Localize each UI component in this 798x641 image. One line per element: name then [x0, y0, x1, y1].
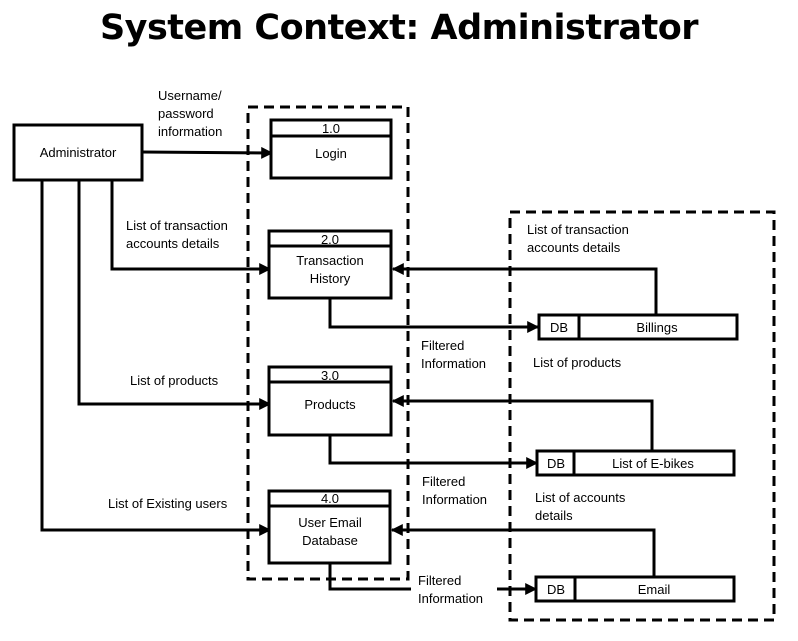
datastore-tag: DB — [547, 456, 565, 471]
process-number: 2.0 — [321, 232, 339, 247]
datastore-list-of-ebikes[interactable]: DB List of E-bikes — [535, 449, 736, 477]
administrator-entity[interactable]: Administrator — [12, 123, 144, 182]
label-filtered-2: Filtered Information — [422, 474, 487, 507]
process-user-email-database[interactable]: 4.0 User Email Database — [267, 489, 392, 565]
svg-text:List of products: List of products — [533, 355, 622, 370]
label-products-left: List of products — [130, 373, 219, 388]
svg-text:information: information — [158, 124, 222, 139]
svg-text:Information: Information — [421, 356, 486, 371]
system-boundary — [246, 105, 410, 581]
datastore-billings[interactable]: DB Billings — [537, 313, 739, 341]
administrator-label: Administrator — [40, 145, 117, 160]
process-label: User Email — [298, 515, 362, 530]
svg-text:List of accounts: List of accounts — [535, 490, 626, 505]
process-label: Products — [304, 397, 356, 412]
flow-billings-to-history — [391, 263, 658, 314]
datastore-email[interactable]: DB Email — [534, 575, 736, 603]
process-login[interactable]: 1.0 Login — [269, 118, 393, 180]
flow-filtered-billings — [328, 298, 540, 333]
svg-text:accounts details: accounts details — [126, 236, 220, 251]
process-transaction-history[interactable]: 2.0 Transaction History — [267, 229, 393, 300]
flow-products-left — [77, 180, 272, 410]
process-label: Transaction — [296, 253, 363, 268]
svg-text:Filtered: Filtered — [422, 474, 465, 489]
svg-text:Username/: Username/ — [158, 88, 222, 103]
datastore-tag: DB — [547, 582, 565, 597]
process-number: 1.0 — [322, 121, 340, 136]
process-label: Database — [302, 533, 358, 548]
label-username-password: Username/ password information — [158, 88, 222, 139]
datastore-label: Billings — [636, 320, 678, 335]
datastore-tag: DB — [550, 320, 568, 335]
label-accounts-right: List of accounts details — [535, 490, 626, 523]
flow-filtered-ebikes — [328, 435, 539, 469]
svg-text:Filtered: Filtered — [421, 338, 464, 353]
flow-transaction-left — [110, 180, 272, 275]
process-products[interactable]: 3.0 Products — [267, 365, 393, 437]
process-number: 4.0 — [321, 491, 339, 506]
process-label: History — [310, 271, 351, 286]
svg-text:password: password — [158, 106, 214, 121]
svg-text:Information: Information — [422, 492, 487, 507]
svg-text:accounts details: accounts details — [527, 240, 621, 255]
svg-text:List of transaction: List of transaction — [527, 222, 629, 237]
datastore-boundary — [508, 210, 776, 622]
svg-text:List of Existing users: List of Existing users — [108, 496, 228, 511]
flow-username — [141, 146, 274, 159]
label-users-left: List of Existing users — [108, 496, 228, 511]
label-filtered-1: Filtered Information — [421, 338, 486, 371]
diagram-title: System Context: Administrator — [99, 8, 699, 48]
svg-text:List of transaction: List of transaction — [126, 218, 228, 233]
label-products-right: List of products — [533, 355, 622, 370]
svg-text:details: details — [535, 508, 573, 523]
process-number: 3.0 — [321, 368, 339, 383]
flow-ebikes-to-products — [391, 395, 654, 450]
datastore-label: Email — [638, 582, 671, 597]
svg-text:Filtered: Filtered — [418, 573, 461, 588]
process-label: Login — [315, 146, 347, 161]
svg-text:List of products: List of products — [130, 373, 219, 388]
label-filtered-3: Filtered Information — [411, 571, 497, 607]
datastore-label: List of E-bikes — [612, 456, 694, 471]
label-transaction-right: List of transaction accounts details — [527, 222, 629, 255]
svg-text:Information: Information — [418, 591, 483, 606]
flow-email-to-database — [390, 524, 656, 577]
flow-users-left — [40, 180, 272, 536]
label-transaction-left: List of transaction accounts details — [126, 218, 228, 251]
